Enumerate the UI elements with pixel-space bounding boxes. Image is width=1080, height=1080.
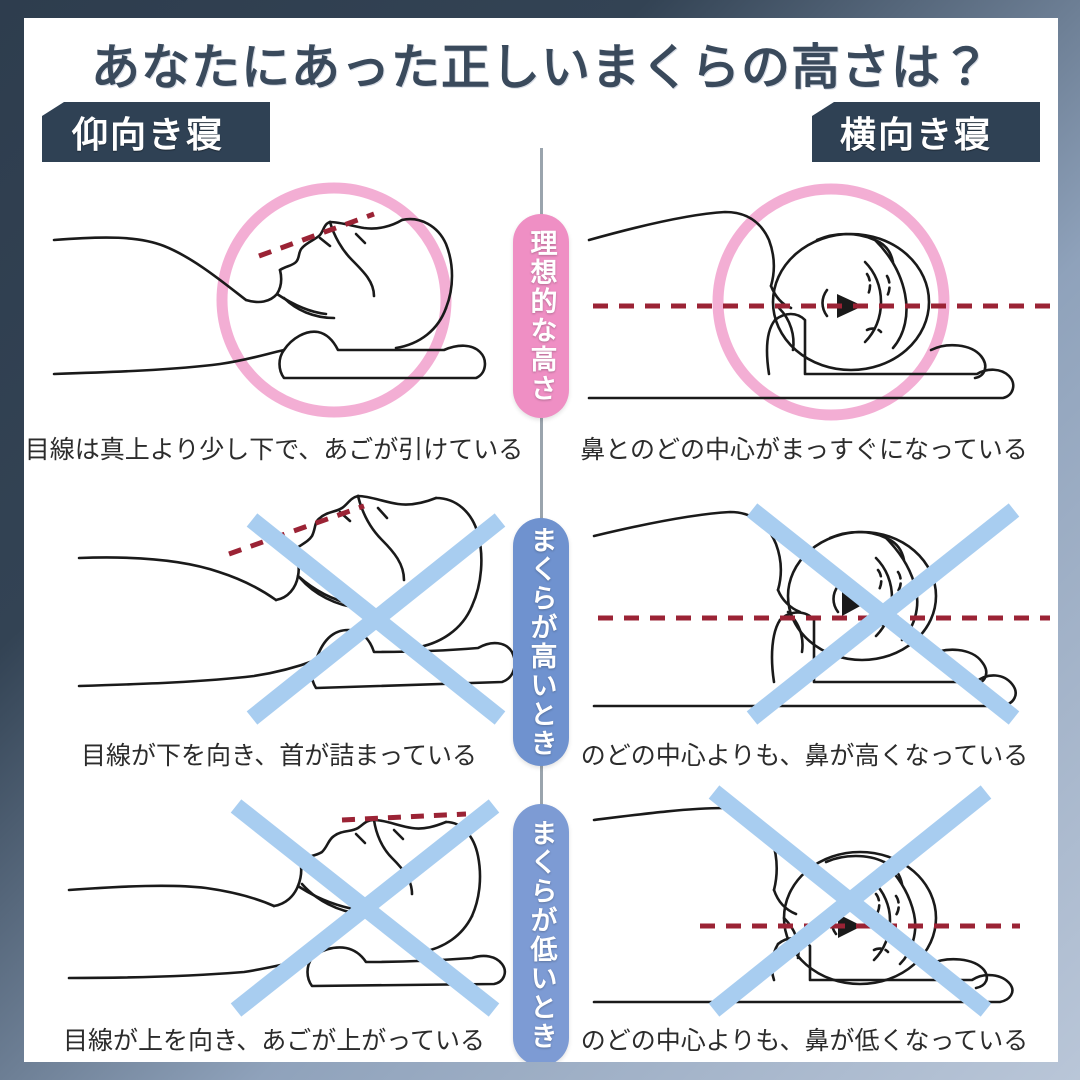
center-label-ideal-height-text: 理想的な高さ <box>525 229 557 403</box>
illustration-side-too-low <box>584 778 1058 1023</box>
sight-line-dashed <box>258 211 375 259</box>
sight-line-dashed <box>341 811 467 823</box>
column-header-back-sleeping-label: 仰向き寝 <box>72 115 225 156</box>
wrong-cross-icon <box>708 785 992 1017</box>
poster-canvas: あなたにあった正しいまくらの高さは？ 仰向き寝 横向き寝 理想的な高さ まくらが… <box>24 18 1058 1062</box>
sight-line-dashed <box>228 503 365 557</box>
column-header-side-sleeping-label: 横向き寝 <box>840 115 993 156</box>
caption-back-too-low: 目線が上を向き、あごが上がっている <box>62 1026 485 1055</box>
center-label-ideal-height: 理想的な高さ <box>513 214 569 418</box>
caption-back-ideal: 目線は真上より少し下で、あごが引けている <box>24 435 524 464</box>
illustration-back-too-low <box>54 778 524 1023</box>
illustration-side-too-high <box>584 480 1058 730</box>
page-title: あなたにあった正しいまくらの高さは？ <box>90 39 991 96</box>
column-header-back-sleeping: 仰向き寝 <box>42 102 270 162</box>
center-label-pillow-too-high: まくらが高いとき <box>513 518 569 766</box>
spine-segment-top <box>539 148 543 228</box>
caption-back-too-high: 目線が下を向き、首が詰まっている <box>80 741 477 770</box>
wrong-cross-icon <box>230 799 500 1017</box>
nose-direction-arrow <box>837 294 863 318</box>
spine-segment-mid-1 <box>539 418 543 538</box>
caption-side-ideal: 鼻とのどの中心がまっすぐになっている <box>580 435 1028 464</box>
illustration-side-ideal <box>579 178 1058 428</box>
wrong-cross-icon <box>746 503 1020 725</box>
caption-side-too-low: のどの中心よりも、鼻が低くなっている <box>580 1026 1029 1055</box>
center-label-pillow-too-low-text: まくらが低いとき <box>525 819 557 1051</box>
column-header-side-sleeping: 横向き寝 <box>812 102 1040 162</box>
illustration-back-too-high <box>64 480 524 730</box>
caption-side-too-high: のどの中心よりも、鼻が高くなっている <box>580 741 1029 770</box>
wrong-cross-icon <box>246 513 506 725</box>
center-label-pillow-too-low: まくらが低いとき <box>513 804 569 1062</box>
center-label-pillow-too-high-text: まくらが高いとき <box>525 526 557 758</box>
nose-direction-arrow <box>838 914 862 938</box>
nose-direction-arrow <box>842 592 864 616</box>
illustration-back-ideal <box>34 178 514 428</box>
spine-segment-mid-2 <box>539 723 543 813</box>
